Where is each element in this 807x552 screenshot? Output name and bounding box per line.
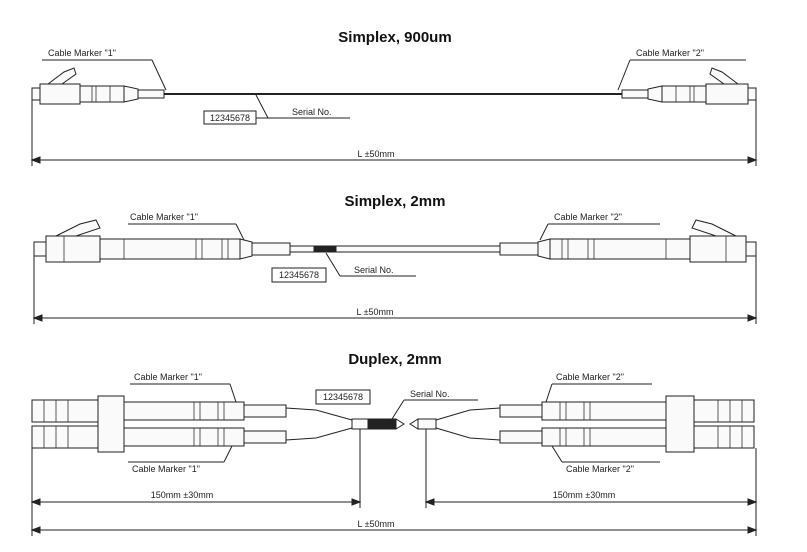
duplex-2mm-serial-label: Serial No. — [410, 389, 450, 399]
simplex-900-length: L ±50mm — [357, 149, 394, 159]
simplex-900-serial-number: 12345678 — [210, 113, 250, 123]
duplex-2mm-right-breakout-bottom — [435, 427, 501, 441]
simplex-2mm-section: Simplex, 2mm — [32, 193, 758, 324]
simplex-2mm-marker-right: Cable Marker "2" — [554, 212, 622, 222]
duplex-2mm-breakout-left: 150mm ±30mm — [151, 490, 213, 500]
simplex-900-right-connector — [621, 67, 757, 105]
duplex-2mm-left-boot — [351, 418, 369, 430]
duplex-2mm-length: L ±50mm — [357, 519, 394, 529]
simplex-2mm-marker-left: Cable Marker "1" — [130, 212, 198, 222]
duplex-2mm-serial-sleeve — [367, 418, 397, 430]
duplex-2mm-title: Duplex, 2mm — [348, 351, 441, 368]
simplex-900-marker-left: Cable Marker "1" — [48, 48, 116, 58]
duplex-2mm-right-boot — [417, 418, 437, 430]
simplex-2mm-left-connector — [33, 219, 291, 263]
simplex-900-left-connector — [31, 67, 165, 105]
duplex-2mm-section: Duplex, 2mm — [30, 351, 758, 536]
duplex-2mm-left-connector — [31, 395, 287, 453]
simplex-2mm-serial-number: 12345678 — [279, 270, 319, 280]
duplex-2mm-right-cable-break — [409, 418, 419, 430]
simplex-900-title: Simplex, 900um — [338, 29, 451, 46]
simplex-2mm-serial-sleeve — [313, 245, 337, 253]
simplex-2mm-length: L ±50mm — [356, 307, 393, 317]
duplex-2mm-marker-left-top: Cable Marker "1" — [134, 372, 202, 382]
duplex-2mm-marker-right-bottom: Cable Marker "2" — [566, 464, 634, 474]
duplex-2mm-right-breakout-top — [435, 407, 501, 421]
duplex-2mm-left-breakout-top — [285, 407, 353, 421]
simplex-2mm-right-connector — [499, 219, 757, 263]
duplex-2mm-left-cable-break — [395, 418, 405, 430]
duplex-2mm-right-connector — [499, 395, 755, 453]
simplex-900-serial-label: Serial No. — [292, 107, 332, 117]
simplex-900-marker-right: Cable Marker "2" — [636, 48, 704, 58]
duplex-2mm-left-breakout-bottom — [285, 427, 353, 441]
duplex-2mm-marker-right-top: Cable Marker "2" — [556, 372, 624, 382]
simplex-900-section: Simplex, 900um — [30, 29, 758, 166]
duplex-2mm-marker-left-bottom: Cable Marker "1" — [132, 464, 200, 474]
simplex-2mm-title: Simplex, 2mm — [345, 193, 446, 210]
duplex-2mm-breakout-right: 150mm ±30mm — [553, 490, 615, 500]
simplex-2mm-serial-box — [271, 267, 327, 283]
duplex-2mm-serial-box — [315, 389, 371, 405]
simplex-2mm-serial-label: Serial No. — [354, 265, 394, 275]
duplex-2mm-serial-number: 12345678 — [323, 392, 363, 402]
